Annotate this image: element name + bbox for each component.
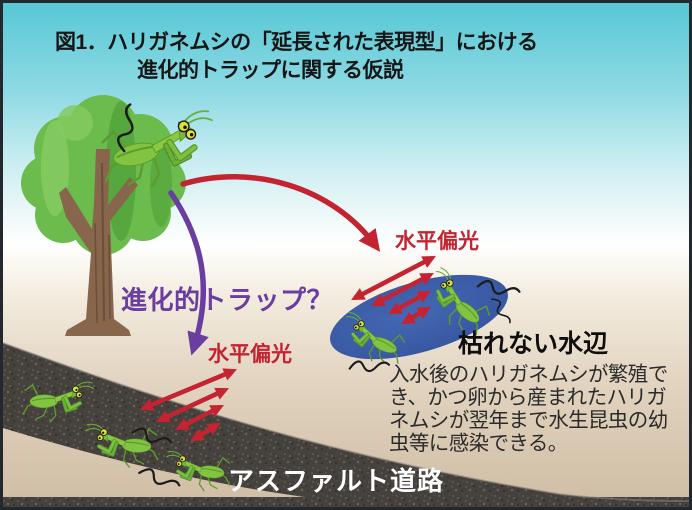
waterside-note-line: ネムシが翌年まで水生昆虫の幼: [389, 409, 668, 432]
asphalt-road-band: [3, 342, 689, 507]
polarized-light-label-pond: 水平偏光: [395, 229, 479, 253]
waterside-note-line: 入水後のハリガネムシが繁殖で: [389, 363, 668, 386]
asphalt-road-label: アスファルト道路: [228, 466, 444, 496]
evolutionary-trap-label: 進化的トラップ？: [121, 285, 333, 315]
permanent-waterside-label: 枯れない水辺: [458, 330, 608, 358]
red-transfer-arrow: [180, 174, 381, 252]
figure-title-line2: 進化的トラップに関する仮説: [137, 58, 404, 82]
polarized-light-label-road: 水平偏光: [208, 342, 292, 366]
figure-title-line1: 図1．ハリガネムシの「延長された表現型」における: [55, 31, 538, 54]
purple-trap-arrow: [168, 190, 209, 356]
polarized-light-arrows-road: [139, 368, 238, 442]
polarized-light-arrows-pond: [351, 255, 436, 325]
waterside-note-line: き、かつ卵から産まれたハリガ: [389, 386, 666, 409]
diagram-svg: 図1．ハリガネムシの「延長された表現型」における 進化的トラップに関する仮説 進…: [3, 3, 689, 507]
waterside-note-line: 虫等に感染できる。: [389, 432, 568, 455]
waterside-note: 入水後のハリガネムシが繁殖で き、かつ卵から産まれたハリガ ネムシが翌年まで水生…: [389, 363, 668, 455]
tree-trunk: [59, 149, 138, 336]
